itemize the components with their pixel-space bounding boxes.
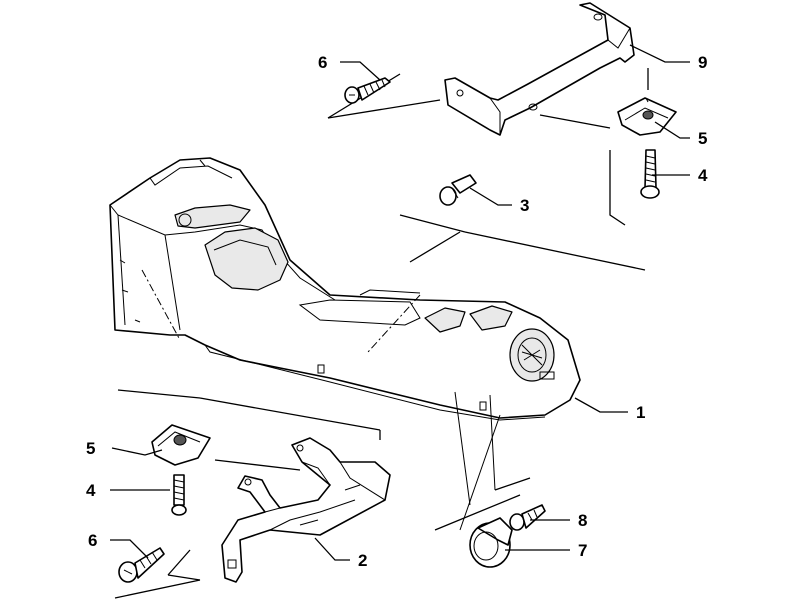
center-console [109,157,581,421]
callout-labels: 9 6 5 4 3 1 5 4 6 2 8 7 [86,53,708,570]
knob-cap [469,517,513,568]
callout-4: 4 [698,166,708,185]
front-mounting-bracket [221,437,391,583]
screw [344,77,391,104]
callout-2: 2 [358,551,367,570]
callout-5: 5 [86,439,95,458]
callout-7: 7 [578,541,587,560]
small-screw [509,504,546,531]
callout-5: 5 [698,129,707,148]
screw [118,547,165,583]
locating-pin [439,174,477,206]
self-tapping-screw [171,474,187,516]
callout-8: 8 [578,511,587,530]
callout-6: 6 [88,531,97,550]
callout-1: 1 [636,403,645,422]
leader-lines [110,44,690,561]
assembly-lines [141,269,501,531]
callout-4: 4 [86,481,96,500]
clip-nut [151,424,211,466]
rear-mounting-bracket [444,2,635,136]
callout-6: 6 [318,53,327,72]
callout-9: 9 [698,53,707,72]
mounting-plane-lines [114,68,649,599]
callout-3: 3 [520,196,529,215]
self-tapping-screw [640,149,660,199]
